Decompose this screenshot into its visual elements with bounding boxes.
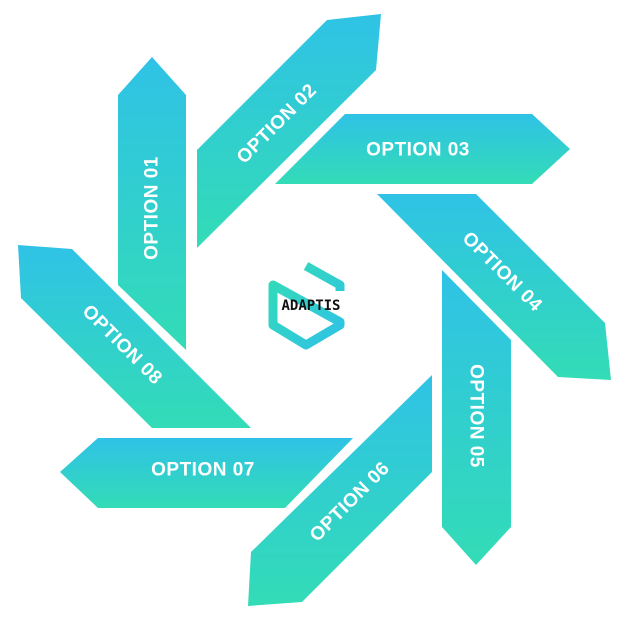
logo-text: ADAPTIS — [281, 298, 340, 314]
option-05-label: OPTION 05 — [466, 364, 487, 468]
option-01-arrow[interactable]: OPTION 01 — [118, 57, 186, 350]
option-07-label: OPTION 07 — [151, 460, 255, 481]
option-03-arrow[interactable]: OPTION 03 — [275, 114, 570, 184]
option-03-label: OPTION 03 — [366, 140, 470, 161]
option-05-arrow[interactable]: OPTION 05 — [442, 270, 511, 565]
option-07-arrow[interactable]: OPTION 07 — [60, 438, 353, 508]
adaptis-logo: ADAPTIS — [268, 262, 345, 350]
option-01-label: OPTION 01 — [142, 156, 163, 260]
